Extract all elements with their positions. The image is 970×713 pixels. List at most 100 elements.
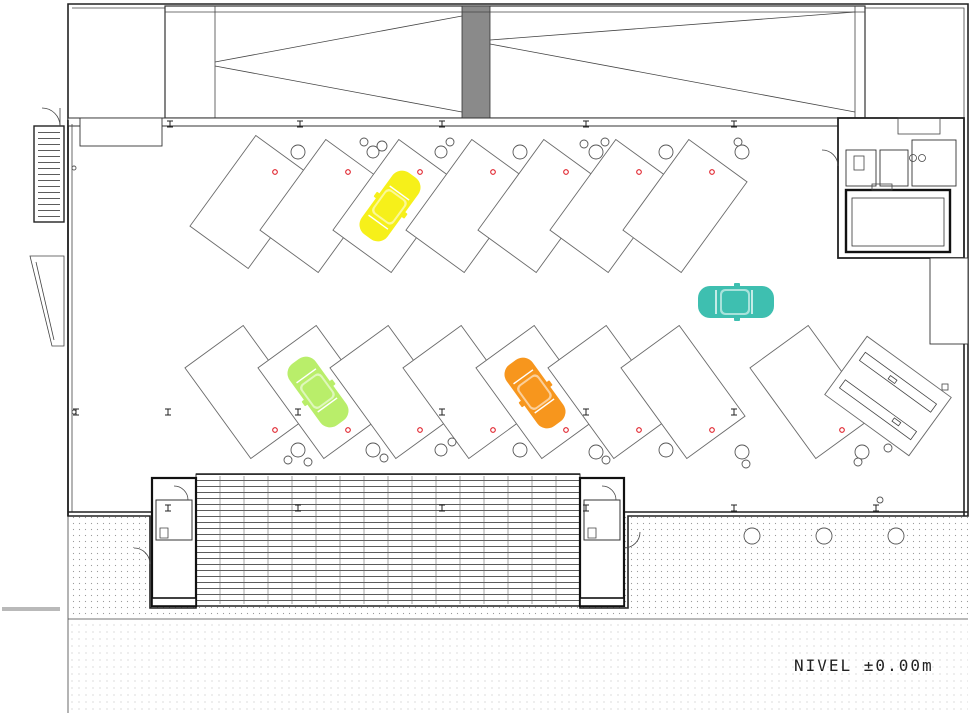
car-roof-panel (722, 291, 748, 313)
right-small-square (941, 383, 949, 391)
marker-symbol (490, 169, 496, 175)
workshop-lift (824, 335, 952, 457)
car-mirror (301, 399, 308, 407)
right-lobby-lower-swing (623, 531, 641, 549)
column-symbol (853, 457, 863, 467)
left-ramp-shaft-line (35, 261, 55, 341)
parking-stall (620, 324, 746, 460)
tree-symbol (743, 527, 761, 545)
north-entry-box (79, 117, 163, 147)
column-symbol (854, 444, 870, 460)
right-lobby-wc (587, 527, 597, 539)
marker-symbol (563, 169, 569, 175)
column-symbol (588, 144, 604, 160)
wc-fixture (853, 155, 865, 171)
car-rear-window (368, 214, 389, 230)
beam-symbol (873, 504, 879, 512)
tree-symbol (815, 527, 833, 545)
marker-symbol (636, 427, 642, 433)
beam-symbol (73, 408, 79, 416)
right-lobby-room (583, 499, 621, 541)
orange-car (504, 357, 566, 429)
car-rear-window (513, 369, 534, 385)
column-symbol (588, 444, 604, 460)
column-symbol (876, 496, 884, 504)
service-shaft (897, 117, 941, 135)
beam-symbol (295, 504, 301, 512)
structural-beams (73, 120, 879, 512)
column-symbol (366, 145, 380, 159)
right-wall-panel (929, 257, 969, 345)
sink-fixture-2 (918, 154, 926, 162)
column-symbol (290, 442, 306, 458)
service-elevator-inner (851, 197, 945, 247)
column-symbol (512, 442, 528, 458)
marker-symbol (839, 427, 845, 433)
beam-symbol (583, 408, 589, 416)
car-mirror (401, 211, 408, 219)
roof-central-beam (461, 5, 491, 119)
green-car (287, 356, 349, 428)
marker-symbol (563, 427, 569, 433)
roof-ramp-line-1 (214, 15, 463, 63)
left-lobby-door-swing (173, 485, 189, 501)
marker-symbol (345, 169, 351, 175)
column-symbol (303, 457, 313, 467)
column-symbol (445, 137, 455, 147)
beam-symbol (731, 504, 737, 512)
column-symbol (734, 444, 750, 460)
roof-ramp-line-4 (489, 43, 856, 113)
marker-symbol (272, 169, 278, 175)
parking-stall-outline (620, 324, 746, 460)
left-lobby-block (150, 476, 198, 608)
column-symbol (71, 409, 77, 415)
car-mirror (734, 283, 740, 287)
column-symbol (733, 137, 743, 147)
left-lobby-wc (159, 527, 169, 539)
beam-symbol (439, 120, 445, 128)
beam-symbol (165, 408, 171, 416)
right-lobby-block (578, 476, 626, 608)
service-door-swing (821, 149, 839, 167)
car-mirror (518, 400, 525, 408)
column-symbol (376, 140, 388, 152)
marker-symbol (490, 427, 496, 433)
column-symbol (434, 145, 448, 159)
car-mirror (329, 379, 336, 387)
north-facade-beam (67, 117, 849, 127)
car-mirror (546, 380, 553, 388)
service-counter (871, 183, 893, 191)
column-symbol (600, 137, 610, 147)
teal-car (698, 283, 774, 321)
column-symbol (734, 144, 750, 160)
beam-symbol (167, 120, 173, 128)
parking-stall (749, 324, 875, 460)
street-area (68, 620, 968, 713)
red-markers (272, 169, 845, 433)
beam-symbol (583, 504, 589, 512)
yellow-car (359, 170, 421, 242)
beam-symbol (439, 408, 445, 416)
column-symbol (283, 455, 293, 465)
service-room-3 (911, 139, 957, 187)
car-roof-panel (302, 375, 333, 407)
sink-fixture-1 (909, 154, 917, 162)
marker-symbol (345, 427, 351, 433)
car-rear-window (296, 368, 317, 384)
marker-symbol (709, 169, 715, 175)
left-lobby-room (155, 499, 193, 541)
tree-symbol (887, 527, 905, 545)
marker-symbol (636, 169, 642, 175)
left-ramp-shaft (29, 255, 65, 347)
columns (71, 137, 893, 504)
left-stair-door-swing (41, 107, 61, 127)
beam-symbol (583, 120, 589, 128)
beam-symbol (297, 120, 303, 128)
car-roof-panel (519, 376, 550, 408)
beam-symbol (165, 504, 171, 512)
parking-stall-outline (749, 324, 875, 460)
service-room-2 (879, 149, 909, 187)
marker-symbol (272, 427, 278, 433)
right-lobby-step (579, 597, 625, 607)
